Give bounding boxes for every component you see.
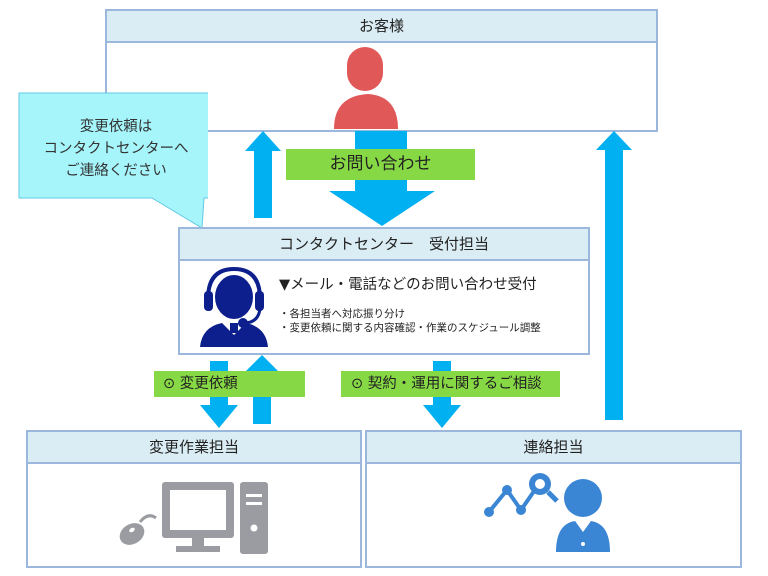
change-request-label: ⊙ 変更依頼 xyxy=(154,371,305,397)
analyst-icon xyxy=(484,473,610,552)
callout-bubble xyxy=(18,92,208,229)
contact-center-bullet: ・変更依頼に関する内容確認・作業のスケジュール調整 xyxy=(279,322,541,334)
contact-center-box: コンタクトセンター 受付担当 ▼メール・電話などのお問い合わせ受付 ・各担当者へ… xyxy=(178,227,590,355)
person-icon xyxy=(334,47,398,129)
callout-line: ご連絡ください xyxy=(65,163,167,179)
contact-team-title: 連絡担当 xyxy=(367,432,740,464)
contract-consult-label: ⊙ 契約・運用に関するご相談 xyxy=(341,371,560,397)
contact-center-title: コンタクトセンター 受付担当 xyxy=(180,229,588,261)
callout-line: 変更依頼は xyxy=(79,119,153,135)
callout-text: 変更依頼は コンタクトセンターへ ご連絡ください xyxy=(18,116,214,182)
change-team-title: 変更作業担当 xyxy=(28,432,360,464)
arrow-up-right xyxy=(596,131,632,420)
callout-line: コンタクトセンターへ xyxy=(43,141,189,157)
arrow-up-left xyxy=(245,131,281,218)
computer-icon xyxy=(119,482,268,554)
contact-center-heading: ▼メール・電話などのお問い合わせ受付 xyxy=(279,277,537,293)
customer-title: お客様 xyxy=(107,11,656,43)
headset-operator-icon xyxy=(200,266,268,347)
inquiry-label: お問い合わせ xyxy=(286,149,475,180)
change-team-box: 変更作業担当 xyxy=(26,430,362,568)
contact-team-box: 連絡担当 xyxy=(365,430,742,568)
contact-center-bullet: ・各担当者へ対応振り分け xyxy=(279,308,405,320)
